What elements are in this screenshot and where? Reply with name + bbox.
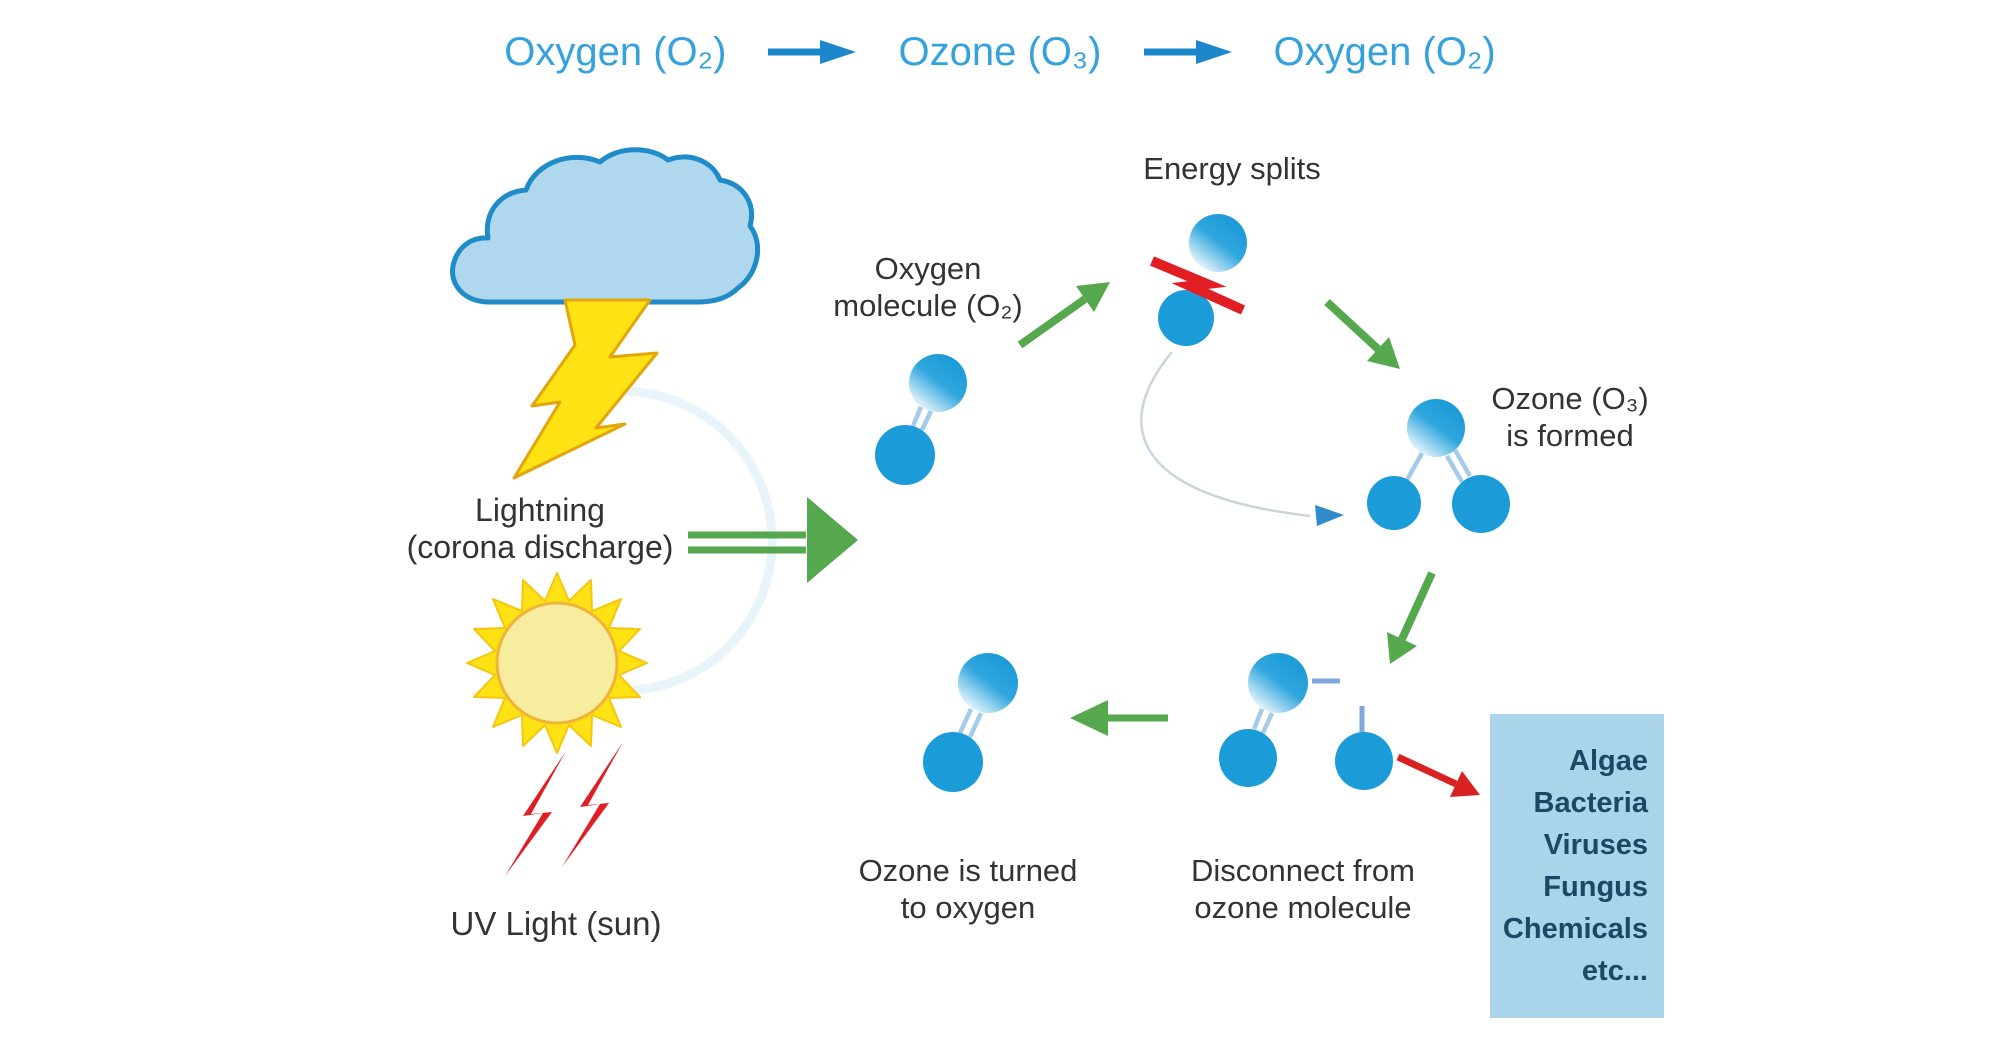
box-item: Chemicals bbox=[1502, 913, 1648, 945]
box-item: Bacteria bbox=[1533, 787, 1648, 819]
lightning-label: Lightning (corona discharge) bbox=[406, 492, 674, 565]
ozone-targets-box: Algae Bacteria Viruses Fungus Chemicals … bbox=[1490, 714, 1664, 1018]
disconnect-molecule-icon bbox=[1219, 653, 1393, 790]
uv-light-label: UV Light (sun) bbox=[450, 905, 662, 942]
ozone-formed-label: Ozone (O₃) is formed bbox=[1491, 381, 1649, 453]
green-arrow-main-icon bbox=[688, 497, 858, 583]
energy-bolt-icon bbox=[1150, 256, 1246, 315]
curved-return-arrow-icon bbox=[1140, 351, 1344, 526]
free-oxygen-atom-icon bbox=[1335, 732, 1393, 790]
box-item: etc... bbox=[1581, 955, 1648, 987]
sun-icon bbox=[466, 572, 648, 754]
title-arrow-icon bbox=[768, 40, 857, 64]
oxygen-molecule-label: Oxygen molecule (O₂) bbox=[833, 251, 1023, 323]
storm-cloud-icon bbox=[450, 147, 761, 305]
title-oxygen-left: Oxygen (O₂) bbox=[504, 29, 727, 74]
disconnect-label: Disconnect from ozone molecule bbox=[1191, 853, 1415, 925]
diagram-title: Oxygen (O₂) Ozone (O₃) Oxygen (O₂) bbox=[390, 24, 1610, 80]
uv-rays-icon bbox=[505, 742, 623, 876]
oxygen-result-molecule-icon bbox=[923, 653, 1018, 792]
ozone-molecule-icon bbox=[1367, 399, 1510, 533]
green-arrow-left-icon bbox=[1070, 700, 1168, 736]
title-ozone: Ozone (O₃) bbox=[898, 29, 1102, 74]
title-arrow-icon bbox=[1143, 40, 1232, 64]
lightning-bolt-icon bbox=[512, 298, 659, 480]
green-arrow-up-right-icon bbox=[1017, 282, 1110, 349]
ozone-to-oxygen-label: Ozone is turned to oxygen bbox=[858, 853, 1078, 925]
red-arrow-to-box-icon bbox=[1396, 753, 1480, 797]
energy-splits-label: Energy splits bbox=[1143, 151, 1321, 186]
green-arrow-down-right-icon bbox=[1324, 299, 1400, 369]
box-item: Viruses bbox=[1543, 829, 1648, 861]
title-oxygen-right: Oxygen (O₂) bbox=[1273, 29, 1496, 74]
box-item: Fungus bbox=[1543, 871, 1648, 903]
box-item: Algae bbox=[1569, 745, 1648, 777]
green-arrow-down-left-icon bbox=[1387, 571, 1436, 664]
oxygen-molecule-icon bbox=[875, 354, 967, 485]
energy-splits-molecule-icon bbox=[1150, 214, 1247, 346]
